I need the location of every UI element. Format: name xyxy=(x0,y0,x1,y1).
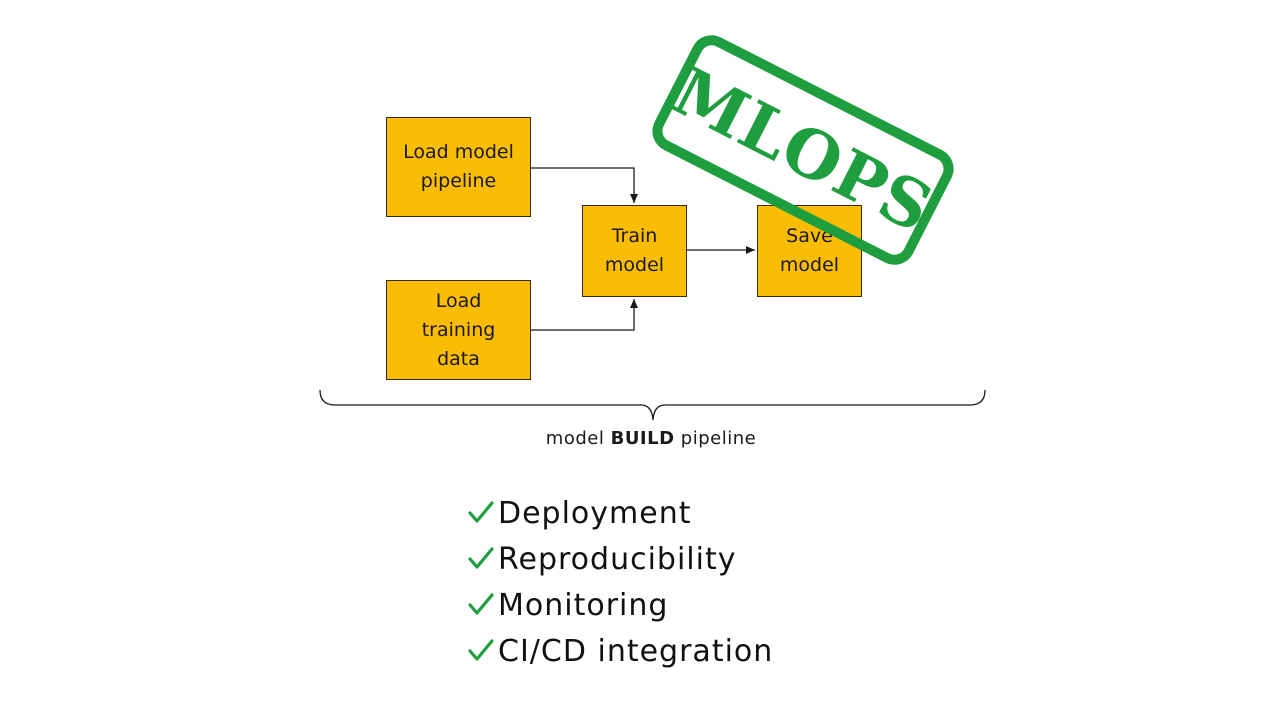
caption-suffix: pipeline xyxy=(680,428,757,449)
feature-item: Deployment xyxy=(466,490,773,536)
feature-label: Monitoring xyxy=(498,587,669,623)
feature-label: Deployment xyxy=(498,495,692,531)
node-load-model-pipeline: Load model pipeline xyxy=(386,117,531,217)
pipeline-brace xyxy=(319,389,986,421)
edge-load-pipeline-to-train xyxy=(531,167,638,203)
feature-checklist: Deployment Reproducibility Monitoring CI… xyxy=(466,490,773,674)
feature-label: Reproducibility xyxy=(498,541,737,577)
feature-item: Monitoring xyxy=(466,582,773,628)
feature-item: CI/CD integration xyxy=(466,628,773,674)
checkmark-icon xyxy=(468,639,494,661)
caption-emphasis: BUILD xyxy=(610,428,675,449)
node-train-model: Train model xyxy=(582,205,687,297)
feature-label: CI/CD integration xyxy=(498,633,774,669)
edge-load-data-to-train xyxy=(531,299,638,331)
node-save-model: Save model xyxy=(757,205,862,297)
checkmark-icon xyxy=(468,593,494,615)
checkmark-icon xyxy=(468,501,494,523)
feature-item: Reproducibility xyxy=(466,536,773,582)
pipeline-caption: model BUILD pipeline xyxy=(0,428,1280,449)
caption-prefix: model xyxy=(545,428,605,449)
node-load-training-data: Load training data xyxy=(386,280,531,380)
checkmark-icon xyxy=(468,547,494,569)
